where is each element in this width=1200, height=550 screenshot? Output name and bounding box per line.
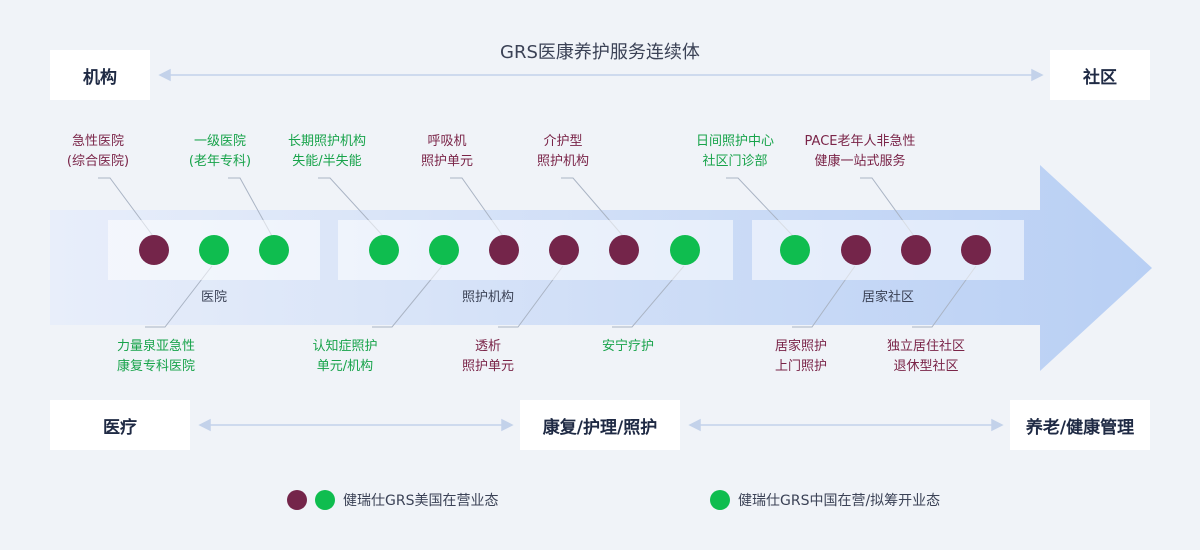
rehab-care-box: 康复/护理/照护 <box>520 400 680 450</box>
bottom-arrow-right <box>688 418 1004 432</box>
legend-cn-label: 健瑞仕GRS中国在营/拟筹开业态 <box>738 493 941 509</box>
connector-lines <box>98 177 977 328</box>
diagram-title: GRS医康养护服务连续体 <box>500 42 700 63</box>
label-pace: PACE老年人非急性健康一站式服务 <box>804 134 916 169</box>
label-hospice: 安宁疗护 <box>601 339 654 354</box>
label-subacute-rehab: 力量泉亚急性康复专科医院 <box>116 339 195 374</box>
label-independent-living: 独立居住社区退休型社区 <box>886 339 965 374</box>
elderly-health-box: 养老/健康管理 <box>1010 400 1150 450</box>
panel-hospital-label: 医院 <box>200 290 227 305</box>
label-primary-hospital: 一级医院(老年专科) <box>188 134 252 169</box>
dot-acute-hospital <box>139 235 169 265</box>
legend-green-dot <box>710 490 730 510</box>
label-long-term-care: 长期照护机构失能/半失能 <box>287 134 366 169</box>
legend-us: 健瑞仕GRS美国在营业态 <box>287 490 498 510</box>
label-dementia-care: 认知症照护单元/机构 <box>312 339 378 374</box>
panel-care-label: 照护机构 <box>461 290 514 305</box>
dot-pace <box>901 235 931 265</box>
legend-green-dot <box>315 490 335 510</box>
institution-box: 机构 <box>50 50 150 100</box>
dot-primary-hospital <box>259 235 289 265</box>
label-day-care: 日间照护中心社区门诊部 <box>695 134 774 169</box>
panel-community-label: 居家社区 <box>861 290 914 305</box>
dot-long-term-care <box>369 235 399 265</box>
legend-maroon-dot <box>287 490 307 510</box>
dot-ventilator-unit <box>489 235 519 265</box>
dot-day-care <box>780 235 810 265</box>
panel-care <box>338 220 733 280</box>
community-box: 社区 <box>1050 50 1150 100</box>
dot-subacute-rehab <box>199 235 229 265</box>
label-nursing-care: 介护型照护机构 <box>536 134 589 169</box>
dot-home-care <box>841 235 871 265</box>
top-double-arrow <box>158 68 1044 82</box>
dot-nursing-care <box>609 235 639 265</box>
legend-us-label: 健瑞仕GRS美国在营业态 <box>343 493 499 509</box>
label-dialysis-unit: 透析照护单元 <box>461 339 514 374</box>
label-ventilator-unit: 呼吸机照护单元 <box>420 134 473 169</box>
dot-dementia-care <box>429 235 459 265</box>
dot-dialysis-unit <box>549 235 579 265</box>
bottom-arrow-left <box>198 418 514 432</box>
label-acute-hospital: 急性医院(综合医院) <box>66 134 130 169</box>
legend-cn: 健瑞仕GRS中国在营/拟筹开业态 <box>710 490 940 510</box>
dot-hospice <box>670 235 700 265</box>
medical-box: 医疗 <box>50 400 190 450</box>
dot-independent-living <box>961 235 991 265</box>
label-home-care: 居家照护上门照护 <box>774 339 827 374</box>
